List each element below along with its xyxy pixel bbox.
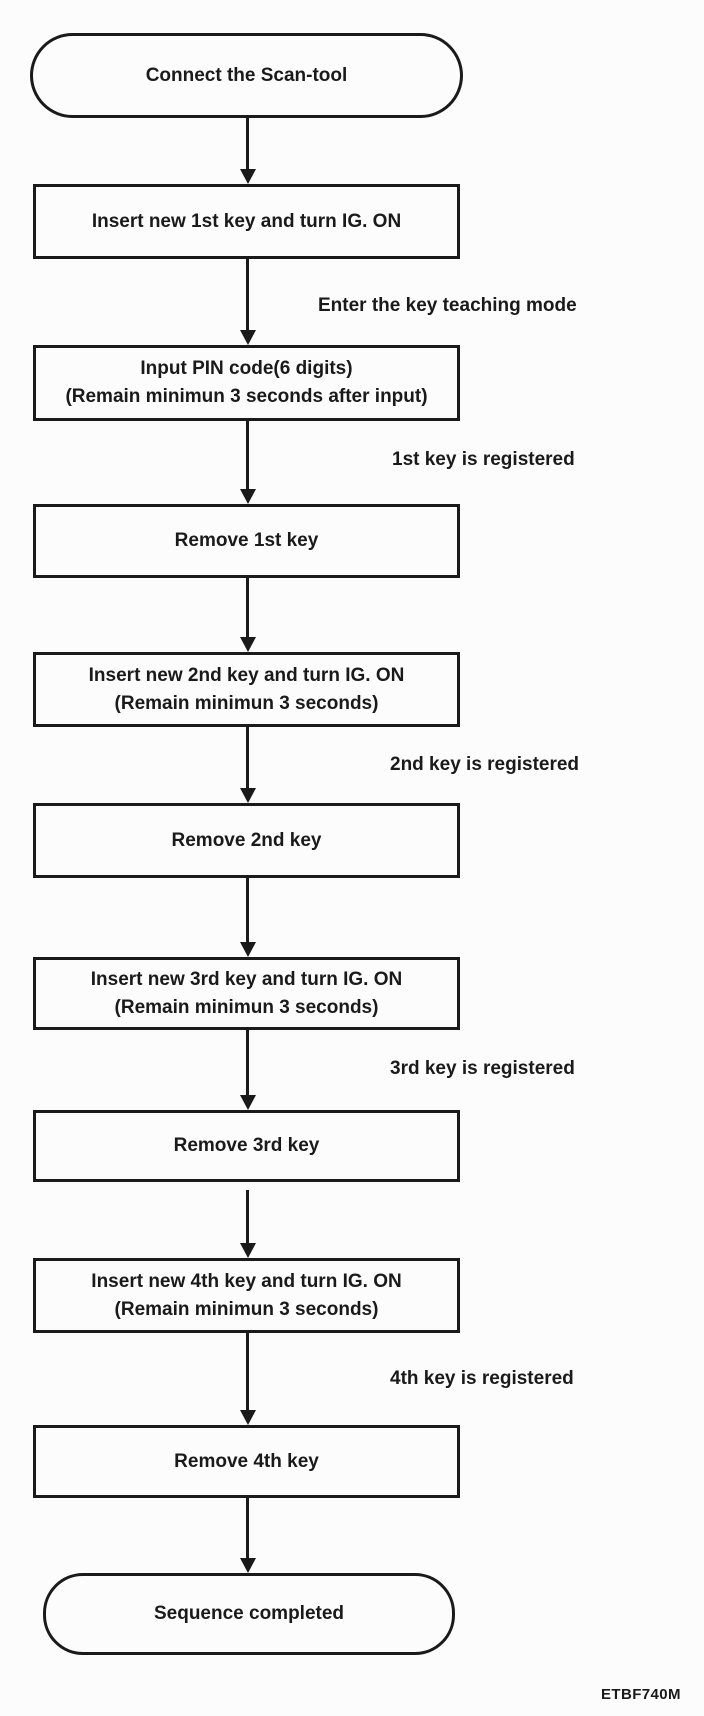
flow-arrow: [239, 578, 256, 652]
node-label: Remove 2nd key: [171, 829, 322, 851]
node-label: Remove 1st key: [174, 530, 319, 551]
node-remove-4th-key: Remove 4th key: [33, 1425, 460, 1498]
node-end-terminator: Sequence completed: [43, 1573, 455, 1655]
arrow-shaft: [246, 578, 249, 639]
arrow-shaft: [246, 1030, 249, 1097]
node-sublabel: (Remain minimun 3 seconds after input): [65, 386, 428, 407]
node-start-terminator: Connect the Scan-tool: [30, 33, 463, 118]
arrow-shaft: [246, 1498, 249, 1560]
arrow-shaft: [246, 118, 249, 171]
flow-arrow: [239, 1498, 256, 1573]
flow-arrow: [239, 118, 256, 184]
flow-arrow: [239, 421, 256, 504]
flow-arrow: [239, 878, 256, 957]
node-label: Insert new 2nd key and turn IG. ON: [88, 664, 405, 686]
flow-arrow: [239, 1190, 256, 1258]
node-insert-3rd-key: Insert new 3rd key and turn IG. ON (Rema…: [33, 957, 460, 1030]
arrow-shaft: [246, 878, 249, 944]
node-label: Insert new 4th key and turn IG. ON: [91, 1270, 402, 1292]
node-sublabel: (Remain minimun 3 seconds): [114, 692, 379, 714]
edge-label-4th-key-registered: 4th key is registered: [390, 1368, 574, 1389]
figure-code: ETBF740M: [601, 1686, 681, 1703]
arrow-shaft: [246, 1190, 249, 1245]
node-insert-1st-key: Insert new 1st key and turn IG. ON: [33, 184, 460, 259]
node-input-pin-code: Input PIN code(6 digits) (Remain minimun…: [33, 345, 460, 421]
node-label: Remove 4th key: [174, 1450, 319, 1472]
arrow-shaft: [246, 421, 249, 491]
arrow-shaft: [246, 259, 249, 332]
flow-arrow: [239, 259, 256, 345]
edge-label-1st-key-registered: 1st key is registered: [392, 449, 575, 470]
node-remove-3rd-key: Remove 3rd key: [33, 1110, 460, 1182]
edge-label-2nd-key-registered: 2nd key is registered: [390, 754, 580, 775]
node-sublabel: (Remain minimun 3 seconds): [114, 1298, 379, 1320]
node-label: Sequence completed: [153, 1603, 345, 1624]
node-remove-1st-key: Remove 1st key: [33, 504, 460, 578]
node-label: Insert new 3rd key and turn IG. ON: [90, 968, 403, 990]
flow-arrow: [239, 727, 256, 803]
node-label: Insert new 1st key and turn IG. ON: [91, 210, 402, 232]
edge-label-enter-teaching-mode: Enter the key teaching mode: [318, 295, 577, 316]
flow-arrow: [239, 1030, 256, 1110]
node-label: Input PIN code(6 digits): [140, 358, 353, 379]
node-insert-2nd-key: Insert new 2nd key and turn IG. ON (Rema…: [33, 652, 460, 727]
node-label: Remove 3rd key: [173, 1135, 320, 1156]
node-insert-4th-key: Insert new 4th key and turn IG. ON (Rema…: [33, 1258, 460, 1333]
node-sublabel: (Remain minimun 3 seconds): [114, 996, 379, 1018]
node-remove-2nd-key: Remove 2nd key: [33, 803, 460, 878]
flow-arrow: [239, 1333, 256, 1425]
node-label: Connect the Scan-tool: [145, 64, 348, 86]
arrow-shaft: [246, 727, 249, 790]
arrow-shaft: [246, 1333, 249, 1412]
edge-label-3rd-key-registered: 3rd key is registered: [390, 1058, 575, 1079]
